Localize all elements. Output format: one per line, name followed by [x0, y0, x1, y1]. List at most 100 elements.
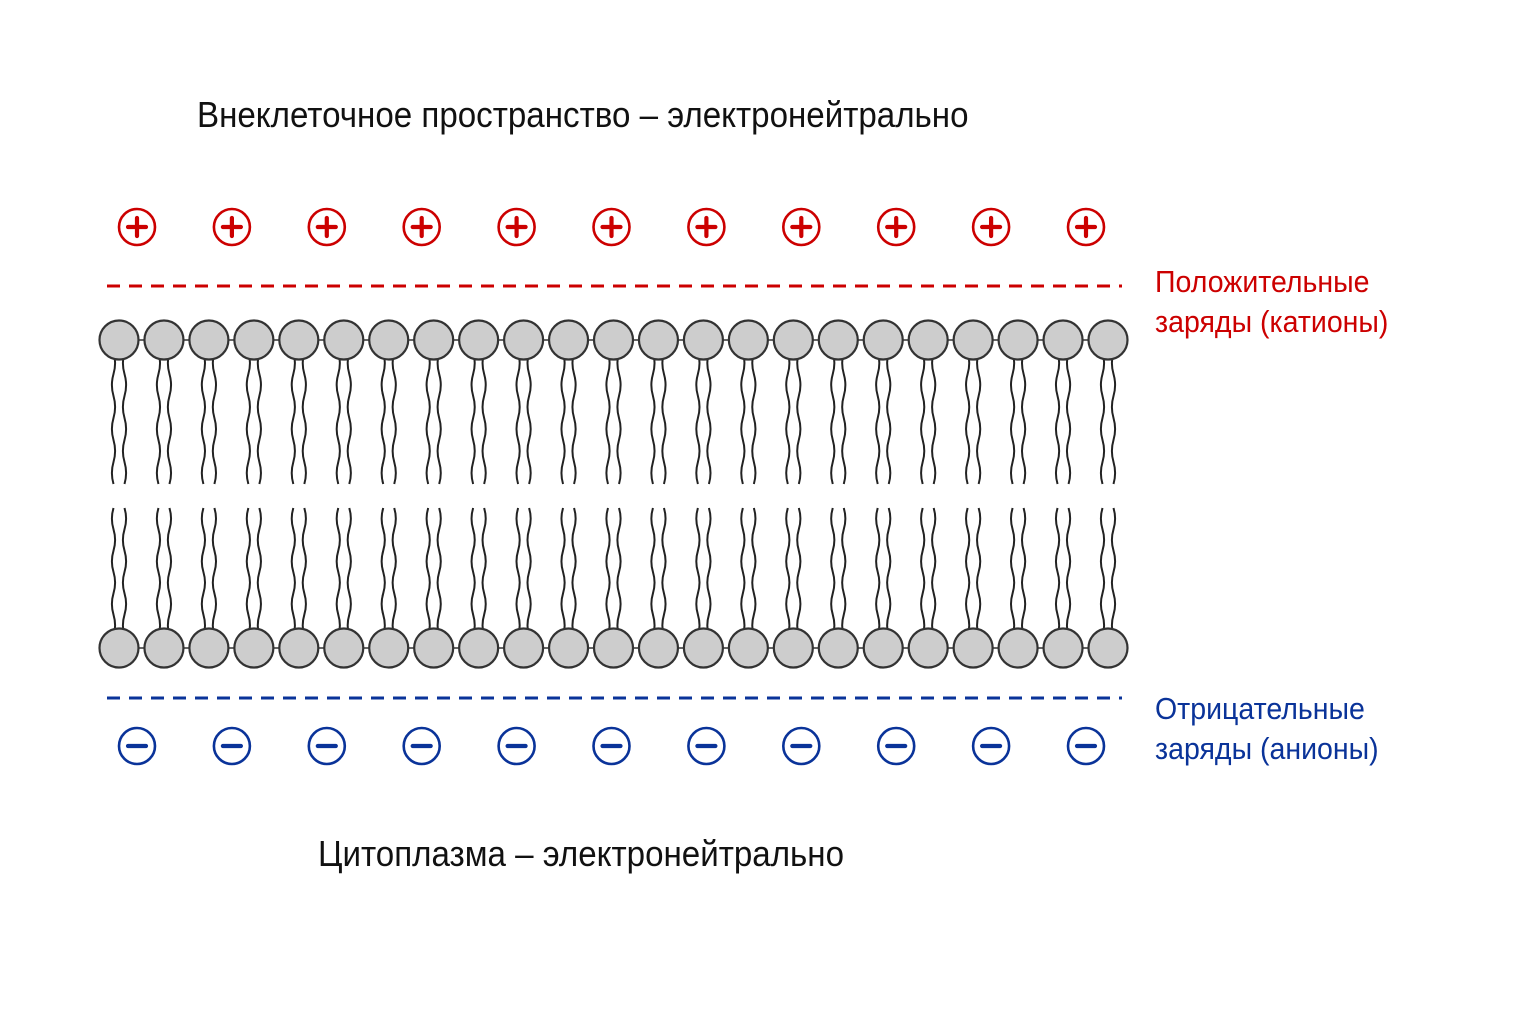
phospholipid-head	[98, 627, 140, 669]
anion-minus-icon	[1066, 726, 1106, 766]
lipid-tail	[380, 507, 386, 637]
lipid-tail	[965, 507, 971, 637]
legend-positive-line-2: заряды (катионы)	[1155, 304, 1389, 339]
lipid-tail	[740, 507, 746, 637]
lipid-tail	[571, 351, 577, 485]
lipid-tail	[121, 507, 128, 637]
phospholipid-head	[188, 319, 230, 361]
lipid-tail	[931, 351, 937, 485]
phospholipid-head	[502, 319, 545, 361]
lipid-tail	[290, 507, 296, 637]
lipid-tail	[976, 507, 982, 637]
lipid-tail	[391, 351, 397, 485]
lipid-tail	[436, 351, 442, 485]
lipid-tail	[425, 507, 431, 637]
phospholipid-head	[862, 319, 904, 361]
lipid-tail	[391, 507, 397, 637]
lipid-tail	[301, 351, 307, 485]
lipid-tail	[560, 351, 566, 485]
lipid-tail	[1065, 351, 1072, 485]
cation-plus-icon	[497, 207, 536, 247]
lipid-tail	[751, 351, 757, 485]
phospholipid-head	[862, 627, 904, 669]
phospholipid-head	[817, 627, 859, 669]
lipid-tail	[110, 507, 117, 637]
cation-row	[117, 207, 1106, 247]
lipid-tail	[200, 507, 207, 637]
lipid-tail	[1009, 351, 1016, 485]
lipid-tail	[661, 351, 667, 485]
lipid-tail	[616, 351, 622, 485]
lipid-tail	[751, 507, 757, 637]
legend-positive-charges: Положительные заряды (катионы)	[1155, 262, 1388, 342]
lipid-tail	[301, 507, 307, 637]
phospholipid-head	[233, 627, 275, 669]
phospholipid-head	[413, 627, 455, 669]
phospholipid-head	[637, 627, 680, 669]
lipid-tail	[920, 351, 926, 485]
legend-negative-line-2: заряды (анионы)	[1155, 731, 1379, 766]
anion-minus-icon	[117, 726, 157, 766]
lipid-tail	[1009, 507, 1016, 637]
lipid-tail	[740, 351, 746, 485]
lipid-tail	[785, 351, 791, 485]
lipid-tail	[256, 507, 262, 637]
cation-plus-icon	[687, 207, 726, 247]
phospholipid-head	[682, 319, 725, 361]
lipid-tail	[650, 351, 656, 485]
anion-minus-icon	[592, 726, 631, 766]
lipid-tail	[875, 351, 881, 485]
lipid-tail	[965, 351, 971, 485]
phospholipid-head	[997, 627, 1039, 669]
lipid-tail	[886, 507, 892, 637]
lipid-tail	[931, 507, 937, 637]
phospholipid-head	[1087, 627, 1129, 669]
phospholipid-head	[233, 319, 275, 361]
cytoplasm-label: Цитоплазма – электронейтрально	[318, 833, 845, 874]
lipid-tail	[1099, 507, 1106, 637]
phospholipid-head	[323, 627, 365, 669]
anion-minus-icon	[781, 726, 821, 766]
phospholipid-head	[278, 319, 320, 361]
phospholipid-head	[952, 627, 994, 669]
phospholipid-head	[772, 627, 814, 669]
phospholipid-head	[907, 627, 949, 669]
lipid-tail	[1054, 351, 1061, 485]
cation-plus-icon	[971, 207, 1011, 247]
lipid-tail	[290, 351, 296, 485]
extracellular-label: Внеклеточное пространство – электронейтр…	[197, 94, 969, 135]
anion-minus-icon	[212, 726, 252, 766]
phospholipid-head	[143, 627, 185, 669]
lipid-tail	[605, 351, 611, 485]
lipid-tail	[661, 507, 667, 637]
lipid-tail	[470, 507, 476, 637]
phospholipid-head	[458, 627, 500, 669]
phospholipid-head	[278, 627, 320, 669]
lipid-tail	[920, 507, 926, 637]
phospholipid-head	[952, 319, 994, 361]
lipid-tail	[1020, 507, 1027, 637]
cation-plus-icon	[1066, 207, 1106, 247]
lipid-tail	[515, 351, 521, 485]
legend-negative-line-1: Отрицательные	[1155, 691, 1365, 726]
phospholipid-head	[907, 319, 949, 361]
lipid-tail	[830, 351, 836, 485]
lipid-tail	[706, 507, 712, 637]
cation-plus-icon	[876, 207, 916, 247]
lipid-tail	[256, 351, 262, 485]
anion-minus-icon	[687, 726, 726, 766]
anion-minus-icon	[497, 726, 536, 766]
lipid-tail	[211, 351, 218, 485]
lipid-tail	[1065, 507, 1072, 637]
phospholipid-head	[188, 627, 230, 669]
cation-plus-icon	[212, 207, 252, 247]
lipid-tail	[616, 507, 622, 637]
phospholipid-head	[1087, 319, 1129, 361]
lipid-tail	[976, 351, 982, 485]
anion-minus-icon	[402, 726, 442, 766]
phospholipid-head	[413, 319, 455, 361]
lipid-tail	[1099, 351, 1106, 485]
lipid-tail	[695, 507, 701, 637]
lipid-tail	[166, 507, 173, 637]
